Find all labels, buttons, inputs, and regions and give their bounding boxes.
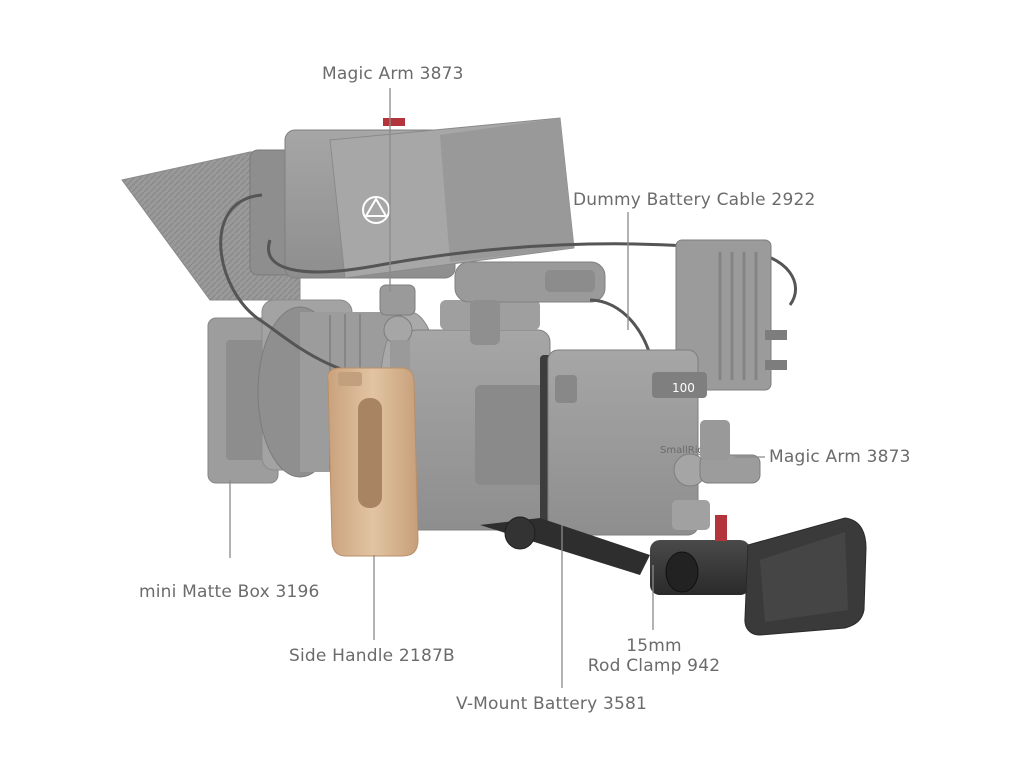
wireless-transmitter bbox=[675, 239, 787, 391]
callout-rod-clamp-line1: 15mm bbox=[626, 636, 682, 656]
magic-arm-top bbox=[379, 284, 416, 370]
callout-mini-matte-box: mini Matte Box 3196 bbox=[139, 582, 320, 602]
atomos-logo-icon bbox=[362, 196, 390, 224]
callout-vmount-battery: V-Mount Battery 3581 bbox=[456, 694, 648, 714]
callout-rod-clamp: 15mm Rod Clamp 942 bbox=[584, 636, 724, 676]
long-cable bbox=[267, 239, 797, 306]
callout-side-handle: Side Handle 2187B bbox=[289, 646, 455, 666]
battery-brand-label: SmallRig bbox=[660, 445, 704, 456]
monitor-with-sunhood bbox=[249, 117, 575, 279]
battery-display: 100 bbox=[672, 381, 695, 395]
rod-clamp bbox=[650, 515, 750, 595]
callout-magic-arm-right: Magic Arm 3873 bbox=[769, 447, 911, 467]
callout-leader-lines bbox=[229, 88, 765, 688]
rod-15mm bbox=[480, 516, 650, 575]
callout-magic-arm-top: Magic Arm 3873 bbox=[322, 64, 464, 84]
monitor-record-indicator bbox=[383, 118, 405, 126]
magic-arm-right bbox=[672, 420, 761, 530]
shoulder-pad bbox=[744, 517, 867, 636]
wooden-side-handle bbox=[327, 367, 419, 557]
rod-clamp-red-knob bbox=[715, 515, 727, 541]
vmount-battery-plate: 100 SmallRig bbox=[540, 349, 707, 536]
callout-rod-clamp-line2: Rod Clamp 942 bbox=[587, 656, 721, 676]
callout-dummy-battery-cable: Dummy Battery Cable 2922 bbox=[573, 190, 816, 210]
top-handle bbox=[454, 261, 606, 345]
